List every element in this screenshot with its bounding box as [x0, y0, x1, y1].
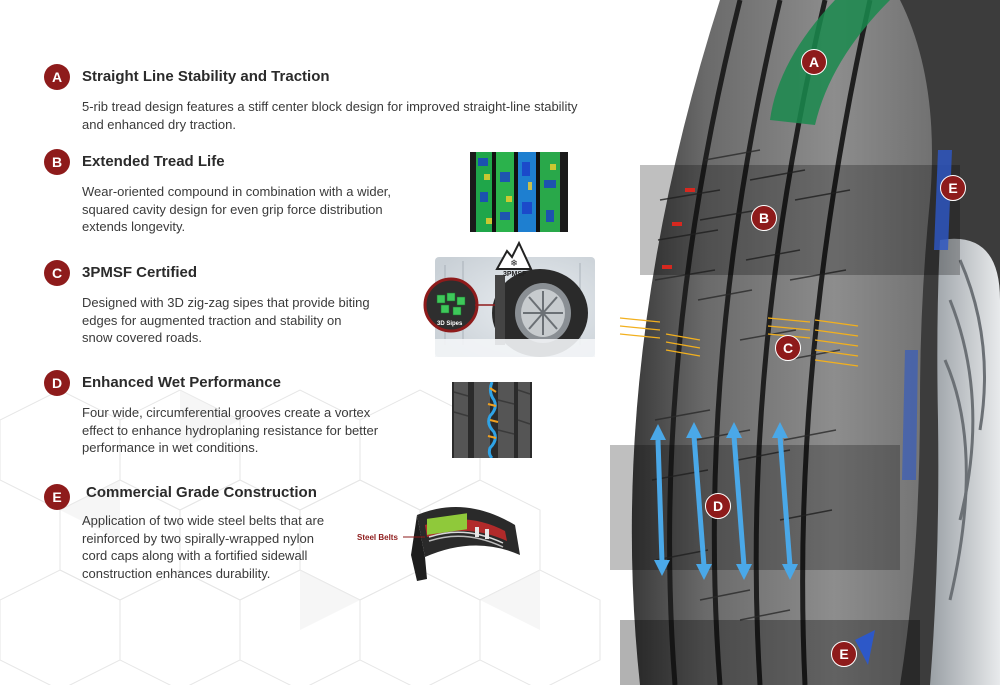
snow-tire-image: ❄ 3PMSF 3D Sipes	[415, 235, 600, 360]
feature-a-title: Straight Line Stability and Traction	[82, 68, 330, 85]
feature-d-title: Enhanced Wet Performance	[82, 374, 281, 391]
tire-badge-e-side: E	[940, 175, 966, 201]
tire-badge-d: D	[705, 493, 731, 519]
3pmsf-label: 3PMSF	[503, 271, 527, 278]
feature-c-title: 3PMSF Certified	[82, 264, 198, 281]
badge-e: E	[44, 484, 70, 510]
feature-b-desc: Wear-oriented compound in combination wi…	[82, 184, 392, 234]
feature-e-desc: Application of two wide steel belts that…	[82, 513, 325, 581]
badge-d: D	[44, 370, 70, 396]
tire-badge-c: C	[775, 335, 801, 361]
badge-c: C	[44, 260, 70, 286]
tire-badge-e-bottom: E	[831, 641, 857, 667]
feature-d-desc: Four wide, circumferential grooves creat…	[82, 405, 379, 455]
badge-a: A	[44, 64, 70, 90]
wet-groove-image	[452, 382, 532, 458]
feature-a-desc: 5-rib tread design features a stiff cent…	[82, 99, 578, 132]
tread-heatmap-image	[470, 152, 568, 232]
feature-b-title: Extended Tread Life	[82, 153, 225, 170]
feature-c-desc: Designed with 3D zig-zag sipes that prov…	[82, 295, 370, 345]
tire-badge-b: B	[751, 205, 777, 231]
steel-belts-image: Steel Belts	[355, 495, 525, 590]
svg-text:❄: ❄	[510, 259, 518, 269]
badge-b: B	[44, 149, 70, 175]
3d-sipes-label: 3D Sipes	[437, 321, 463, 327]
feature-e-title: Commercial Grade Construction	[86, 484, 317, 501]
tire-badge-a: A	[801, 49, 827, 75]
steel-belts-label: Steel Belts	[357, 533, 398, 542]
